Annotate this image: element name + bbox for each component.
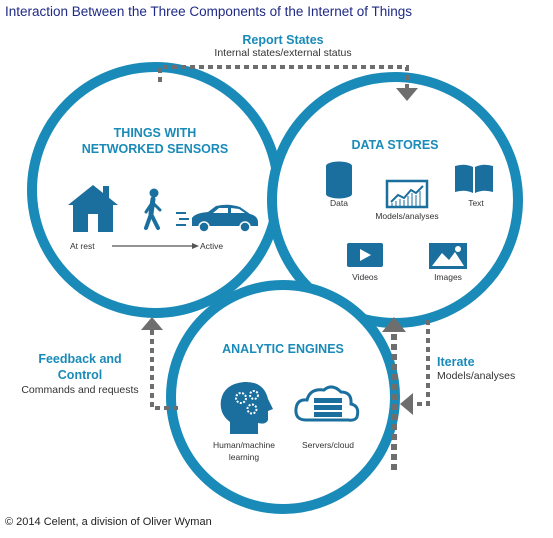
house-icon xyxy=(68,185,118,232)
chart-icon xyxy=(385,179,429,209)
walking-person-icon xyxy=(144,188,162,230)
copyright-footer: © 2014 Celent, a division of Oliver Wyma… xyxy=(5,516,212,528)
videos-label: Videos xyxy=(352,272,378,282)
human-learning-label-line1: Human/machine xyxy=(213,440,275,450)
page-title: Interaction Between the Three Components… xyxy=(5,4,413,19)
feedback-heading-line1: Feedback and xyxy=(38,352,122,366)
models-label: Models/analyses xyxy=(375,211,439,221)
active-label: Active xyxy=(200,241,224,251)
human-learning-label-line2: learning xyxy=(228,452,260,462)
report-states-arrowhead xyxy=(396,88,418,101)
iterate-note: Models/analyses xyxy=(437,370,516,382)
things-heading-line1: THINGS WITH xyxy=(113,126,197,140)
data-label: Data xyxy=(330,198,348,208)
text-label: Text xyxy=(468,198,484,208)
feedback-note: Commands and requests xyxy=(21,384,139,396)
analytic-circle xyxy=(166,280,400,514)
iterate-heading: Iterate xyxy=(437,355,475,369)
analytic-heading: ANALYTIC ENGINES xyxy=(222,342,344,356)
feedback-arrowhead xyxy=(141,317,163,330)
iterate-arrow xyxy=(413,320,430,406)
image-icon xyxy=(429,243,467,269)
report-states-arrow xyxy=(158,65,409,88)
things-heading-line2: NETWORKED SENSORS xyxy=(81,142,229,156)
images-label: Images xyxy=(434,272,462,282)
report-states-heading: Report States xyxy=(242,33,324,47)
report-states-note: Internal states/external status xyxy=(214,47,352,59)
database-icon xyxy=(326,161,352,199)
iterate-arrowhead xyxy=(400,393,413,415)
data-stores-heading: DATA STORES xyxy=(351,138,439,152)
video-icon xyxy=(347,243,383,267)
car-icon xyxy=(176,204,258,233)
brain-gears-icon xyxy=(220,381,273,434)
transition-arrowhead xyxy=(192,243,199,249)
book-icon xyxy=(455,164,493,193)
up-arrowhead xyxy=(382,317,406,332)
feedback-heading-line2: Control xyxy=(57,368,103,382)
cloud-servers-icon xyxy=(294,385,360,422)
servers-cloud-label: Servers/cloud xyxy=(302,440,354,450)
at-rest-label: At rest xyxy=(70,241,95,251)
